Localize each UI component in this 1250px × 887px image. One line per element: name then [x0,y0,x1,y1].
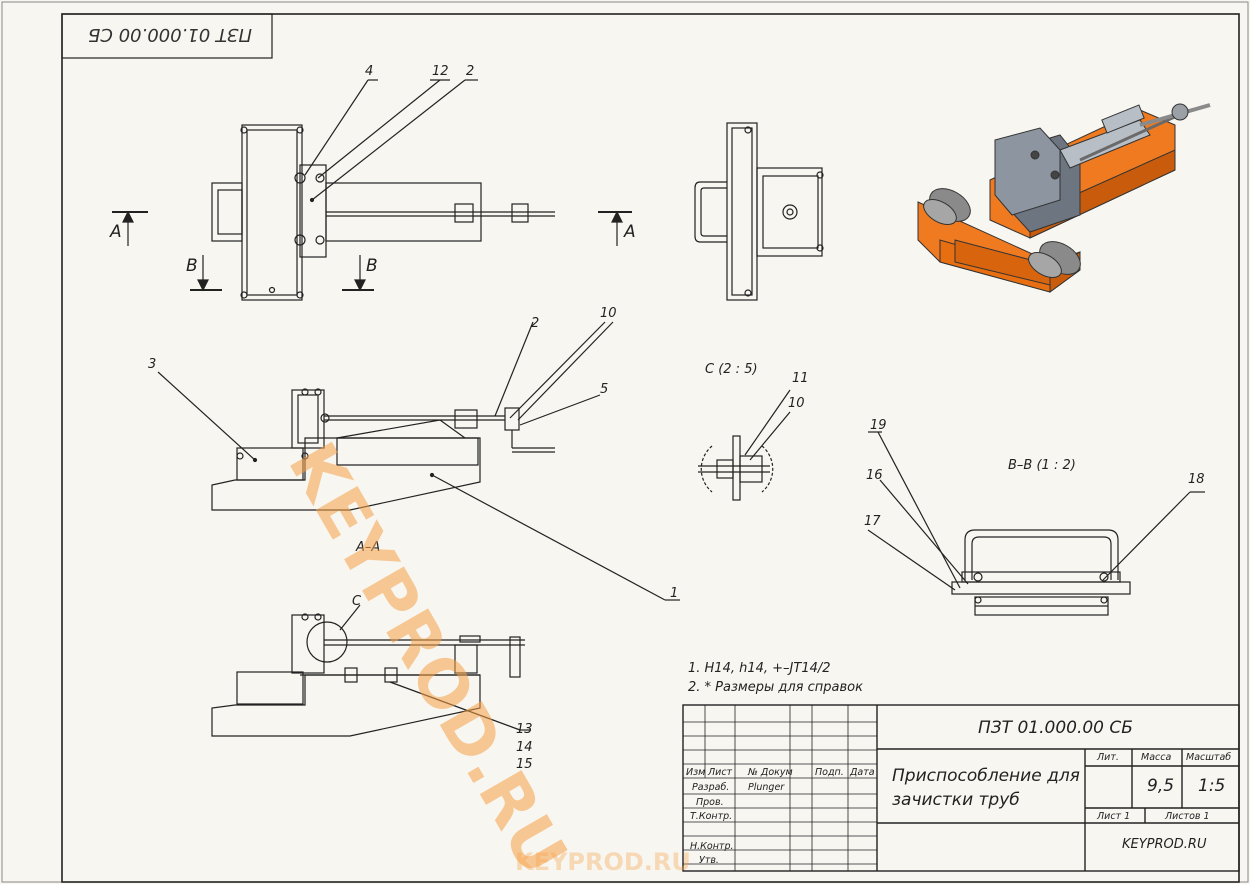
tb-rev-sign: Подп. [815,767,844,778]
callout-1: 1 [670,586,679,601]
callout-2-top: 2 [466,64,475,79]
detail-c [698,389,791,501]
callout-13: 13 [516,722,533,737]
title-block [682,704,1240,872]
tb-sheet: Лист 1 [1097,811,1131,822]
tb-sheets: Листов 1 [1165,811,1210,822]
bottom-view [211,604,530,737]
tb-role-developer: Разраб. [692,782,730,793]
section-label-a-left: A [110,222,122,242]
callout-10-aa: 10 [600,306,617,321]
watermark-footer: KEYPROD.RU [515,848,691,876]
callout-18: 18 [1188,472,1205,487]
section-aa-title: A–A [356,540,381,555]
tb-role-approved: Утв. [699,855,719,866]
tb-developer-name: Plunger [748,782,785,793]
callout-17: 17 [864,514,881,529]
callout-11: 11 [792,371,809,386]
tb-mass-header: Масса [1141,752,1172,763]
callout-19: 19 [870,418,887,433]
end-view [694,122,824,301]
tb-lit-header: Лит. [1097,752,1119,763]
tb-mass-value: 9,5 [1147,776,1175,796]
tb-org: KEYPROD.RU [1122,837,1207,852]
section-bb [867,431,1205,616]
top-view [112,79,632,301]
isometric-view [917,103,1211,293]
tb-name-line1: Приспособление для [892,766,1080,786]
tb-rev-doc: № Докум [748,767,793,778]
tb-role-tcontrol: Т.Контр. [690,811,733,822]
tb-rev-izm: Изм [686,767,706,778]
detail-c-title: C (2 : 5) [705,362,758,377]
callout-16: 16 [866,468,883,483]
section-label-a-right: A [624,222,636,242]
stamp-mirrored: ПЗТ 01.000.00 СБ [88,24,253,45]
tb-role-ncontrol: Н.Контр. [690,841,734,852]
section-label-b-left: B [186,256,198,276]
note-1: 1. H14, h14, +–JT14/2 [688,661,831,676]
tb-rev-date: Дата [850,767,875,778]
callout-10-c: 10 [788,396,805,411]
callout-4: 4 [365,64,374,79]
tb-designation: ПЗТ 01.000.00 СБ [978,718,1133,738]
callout-14: 14 [516,740,533,755]
note-2: 2. * Размеры для справок [688,680,863,695]
callout-2-aa: 2 [531,316,540,331]
detail-c-marker: C [352,594,362,609]
section-aa [157,321,680,601]
tb-role-checked: Пров. [696,797,724,808]
callout-12: 12 [432,64,449,79]
tb-name-line2: зачистки труб [892,790,1020,810]
section-label-b-right: B [366,256,378,276]
tb-rev-list: Лист [708,767,733,778]
tb-scale-value: 1:5 [1198,776,1226,796]
callout-3: 3 [148,357,157,372]
tb-scale-header: Масштаб [1186,752,1232,763]
callout-5: 5 [600,382,609,397]
section-bb-title: B–B (1 : 2) [1008,458,1076,473]
callout-15: 15 [516,757,533,772]
